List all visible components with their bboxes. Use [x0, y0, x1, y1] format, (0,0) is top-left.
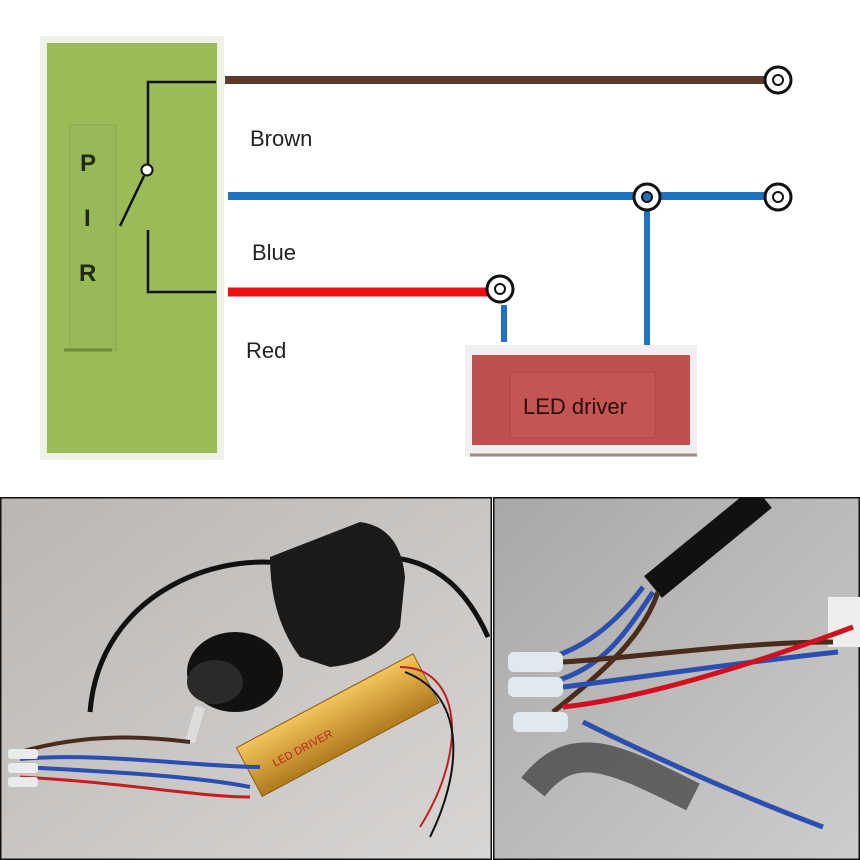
wiring-diagram [40, 36, 793, 460]
black-cable [644, 497, 772, 598]
pir-letter: I [84, 205, 91, 232]
brown-label: Brown [250, 126, 313, 151]
junction-icon [632, 182, 662, 212]
red-label: Red [246, 338, 287, 363]
pir-letter: P [80, 150, 97, 177]
terminal-icon [763, 182, 793, 212]
pir-letter: R [79, 260, 97, 287]
terminal-icon [485, 274, 515, 304]
switch-symbol [118, 80, 216, 294]
product-photo-left: LED DRIVER [0, 497, 492, 860]
switch-pivot [140, 163, 154, 177]
led-driver-label: LED driver [523, 394, 627, 419]
led-driver-unit: LED DRIVER [235, 653, 440, 798]
product-photo-right [493, 497, 860, 860]
terminal-icon [763, 65, 793, 95]
sensor-body [270, 522, 405, 667]
blue-label: Blue [252, 240, 297, 265]
